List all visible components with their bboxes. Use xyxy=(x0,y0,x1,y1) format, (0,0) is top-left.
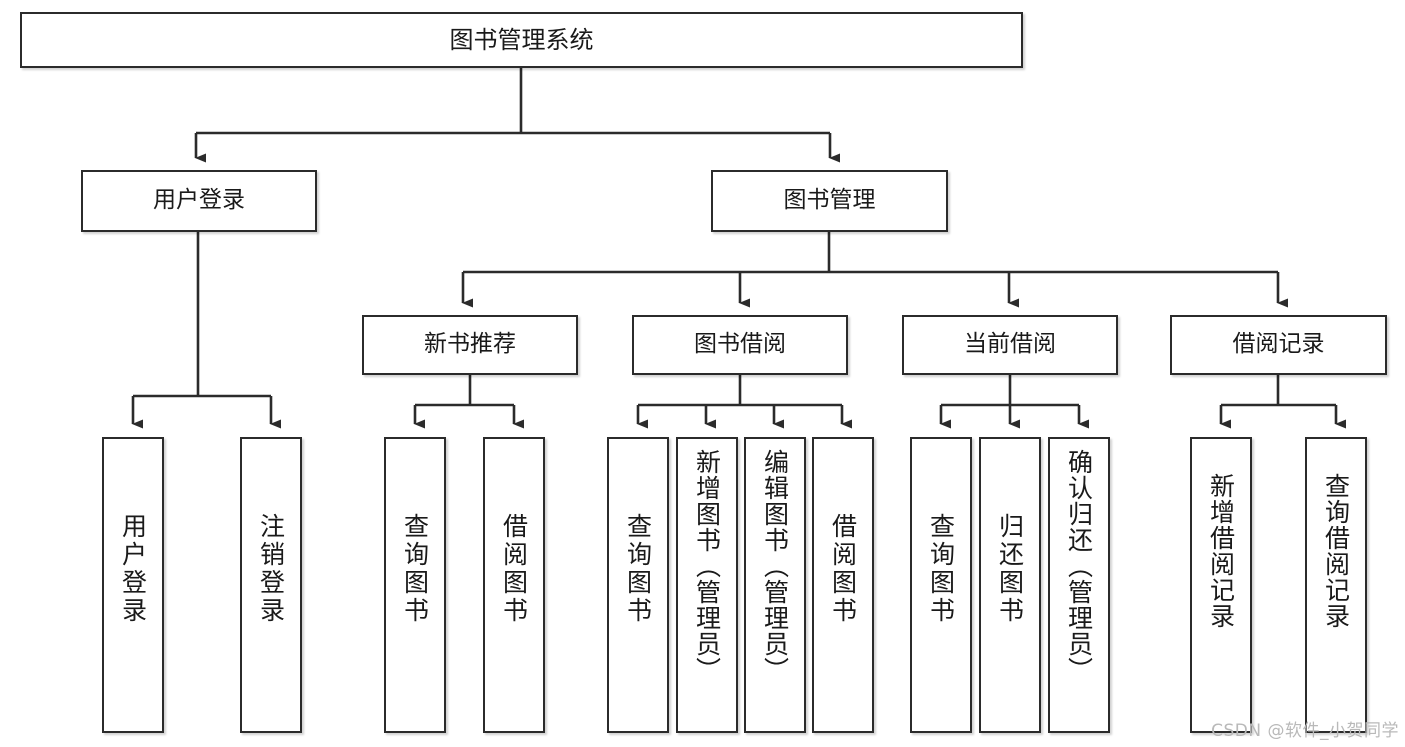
node-leaf-user-login[interactable]: 用户登录 xyxy=(102,437,164,733)
node-leaf-borrow-book-2-label: 借阅图书 xyxy=(828,513,858,625)
node-borrow-record-label: 借阅记录 xyxy=(1232,331,1325,358)
node-leaf-query-book-3[interactable]: 查询图书 xyxy=(910,437,972,733)
node-leaf-query-book-2-label: 查询图书 xyxy=(623,513,653,625)
node-user-login-label: 用户登录 xyxy=(153,187,245,214)
node-leaf-borrow-book-1-label: 借阅图书 xyxy=(499,513,529,625)
node-current-borrow-label: 当前借阅 xyxy=(964,331,1056,358)
node-leaf-borrow-book-2[interactable]: 借阅图书 xyxy=(812,437,874,733)
node-book-manage[interactable]: 图书管理 xyxy=(711,170,948,232)
node-leaf-user-login-label: 用户登录 xyxy=(118,513,148,625)
node-leaf-logout-label: 注销登录 xyxy=(256,513,286,625)
node-leaf-add-record-label: 新增借阅记录 xyxy=(1206,473,1236,629)
node-leaf-edit-book[interactable]: 编辑图书（管理员） xyxy=(744,437,806,733)
node-leaf-edit-book-label: 编辑图书（管理员） xyxy=(760,449,790,683)
node-leaf-query-book-1[interactable]: 查询图书 xyxy=(384,437,446,733)
node-leaf-return-book-label: 归还图书 xyxy=(995,513,1025,625)
node-new-book-recommend-label: 新书推荐 xyxy=(424,331,516,358)
node-leaf-logout[interactable]: 注销登录 xyxy=(240,437,302,733)
node-leaf-add-record[interactable]: 新增借阅记录 xyxy=(1190,437,1252,733)
node-root[interactable]: 图书管理系统 xyxy=(20,12,1023,68)
node-leaf-confirm-return-label: 确认归还（管理员） xyxy=(1064,449,1094,683)
node-book-borrow-label: 图书借阅 xyxy=(694,331,786,358)
node-root-label: 图书管理系统 xyxy=(449,25,594,54)
node-leaf-confirm-return[interactable]: 确认归还（管理员） xyxy=(1048,437,1110,733)
node-book-borrow[interactable]: 图书借阅 xyxy=(632,315,848,375)
node-user-login[interactable]: 用户登录 xyxy=(81,170,317,232)
node-leaf-add-book[interactable]: 新增图书（管理员） xyxy=(676,437,738,733)
node-current-borrow[interactable]: 当前借阅 xyxy=(902,315,1118,375)
node-leaf-query-book-1-label: 查询图书 xyxy=(400,513,430,625)
node-leaf-return-book[interactable]: 归还图书 xyxy=(979,437,1041,733)
node-leaf-query-book-3-label: 查询图书 xyxy=(926,513,956,625)
node-leaf-query-record-label: 查询借阅记录 xyxy=(1321,473,1351,629)
node-new-book-recommend[interactable]: 新书推荐 xyxy=(362,315,578,375)
node-leaf-query-record[interactable]: 查询借阅记录 xyxy=(1305,437,1367,733)
node-leaf-borrow-book-1[interactable]: 借阅图书 xyxy=(483,437,545,733)
node-leaf-query-book-2[interactable]: 查询图书 xyxy=(607,437,669,733)
node-leaf-add-book-label: 新增图书（管理员） xyxy=(692,449,722,683)
node-book-manage-label: 图书管理 xyxy=(783,187,876,214)
node-borrow-record[interactable]: 借阅记录 xyxy=(1170,315,1387,375)
